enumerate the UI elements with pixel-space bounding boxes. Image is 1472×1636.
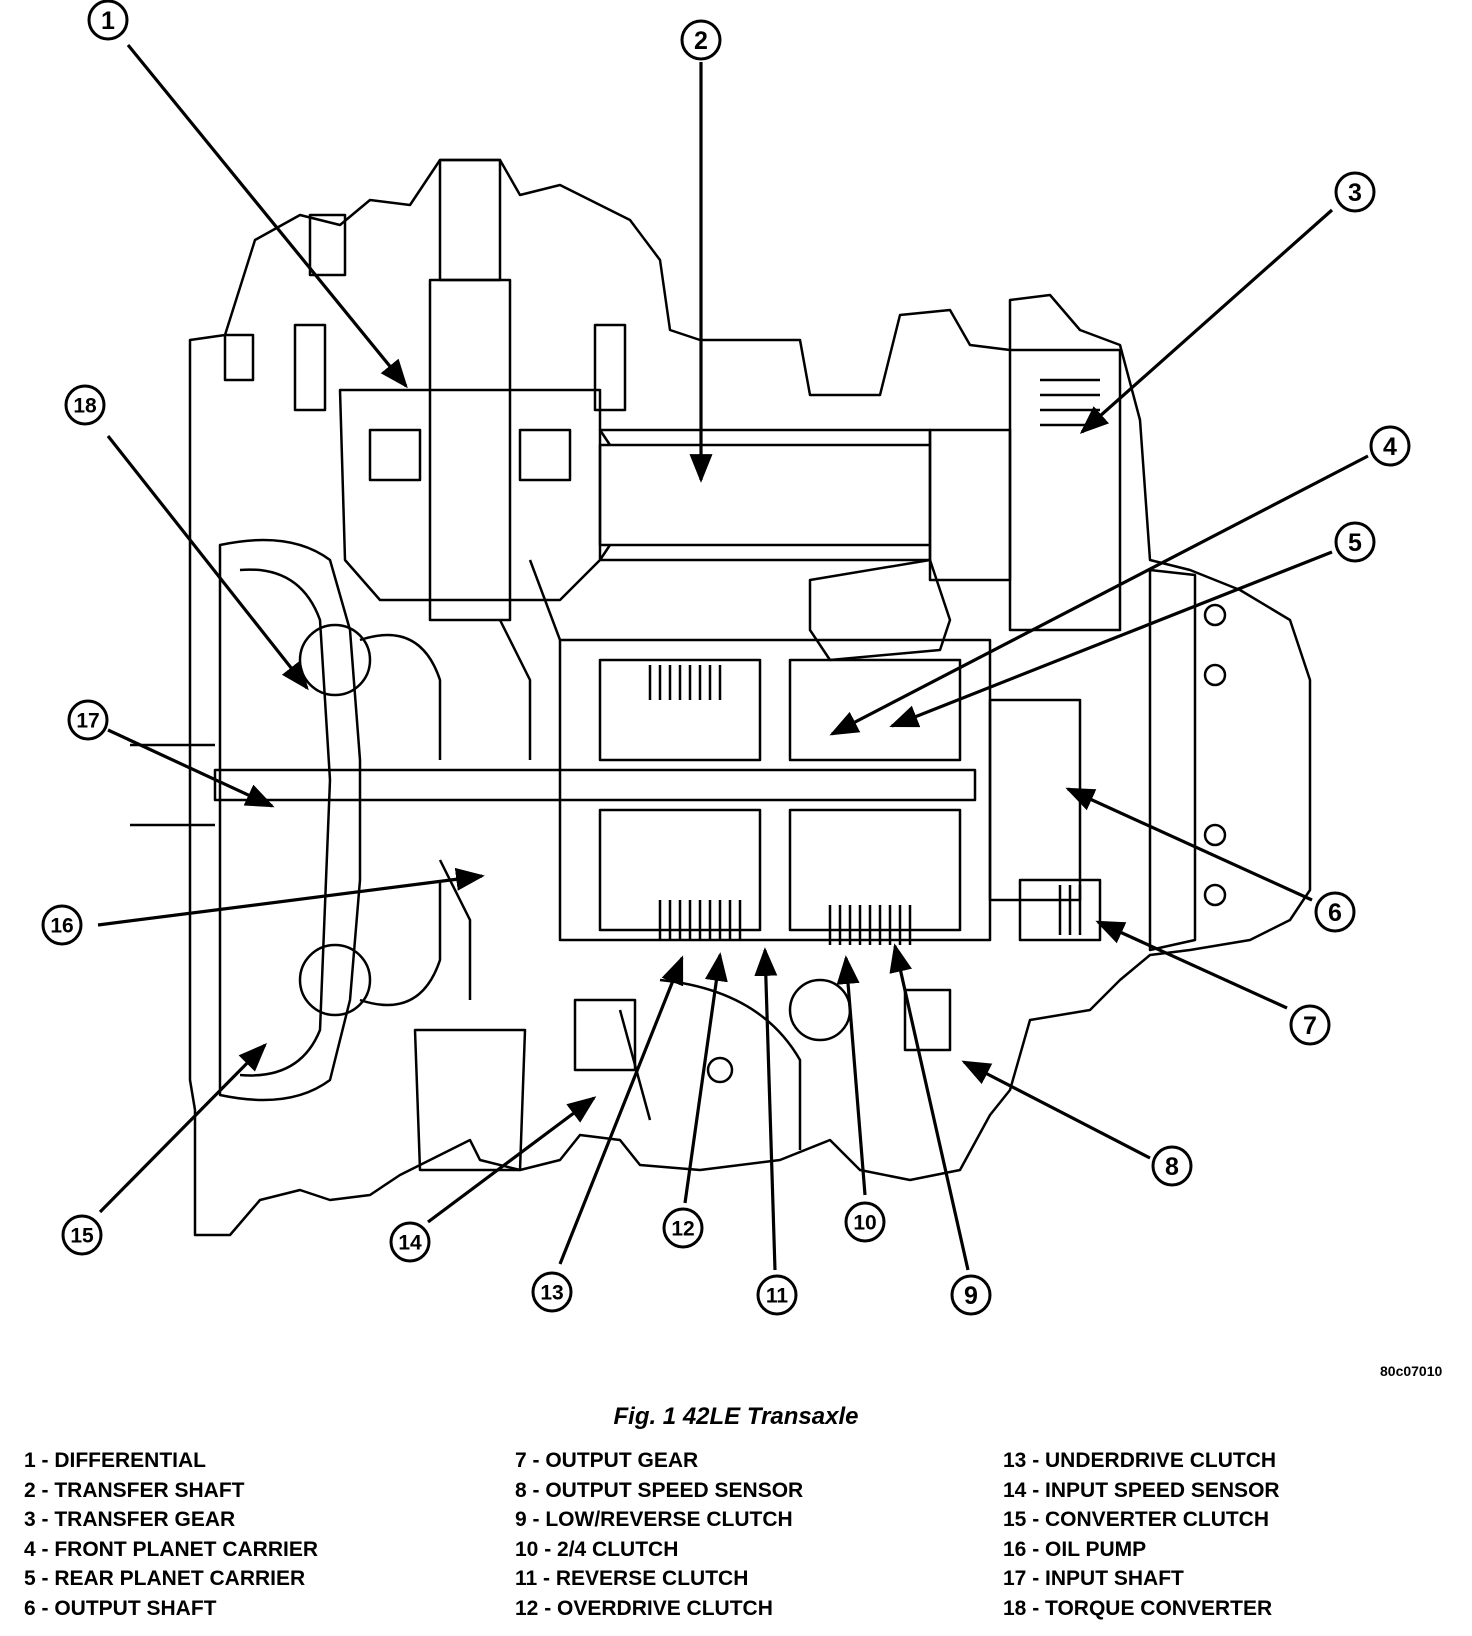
callout-number-4: 4 (1383, 433, 1397, 461)
callout-circle-12 (662, 1207, 704, 1249)
callout-circle-1 (87, 0, 129, 41)
legend-column-2: 7 - OUTPUT GEAR 8 - OUTPUT SPEED SENSOR … (515, 1446, 803, 1624)
leader-11 (754, 947, 778, 1271)
leader-8 (961, 1060, 1151, 1160)
leader-1 (126, 43, 408, 389)
leader-10 (836, 955, 867, 1196)
legend-item-14: 14 - INPUT SPEED SENSOR (1003, 1478, 1280, 1502)
leader-16 (97, 867, 485, 927)
callout-number-14: 14 (398, 1232, 422, 1255)
callout-circle-6 (1314, 891, 1356, 933)
transfer-gear (1008, 348, 1122, 632)
input-shaft (213, 768, 977, 802)
leader-14 (427, 1096, 597, 1224)
callout-circle-2 (680, 19, 722, 61)
leader-3 (1079, 208, 1334, 434)
bolt (308, 213, 347, 277)
leader-13 (558, 955, 684, 1265)
output-shaft-housing (988, 698, 1082, 902)
callout-numbers: 1 2 3 4 5 6 7 8 9 10 11 12 13 14 15 16 1… (50, 7, 1397, 1310)
legend-item-18: 18 - TORQUE CONVERTER (1003, 1596, 1273, 1620)
callout-number-10: 10 (853, 1212, 876, 1235)
leader-5 (889, 550, 1333, 728)
callout-circle-3 (1334, 171, 1376, 213)
electrical-connector (808, 558, 952, 662)
transaxle-drawing (130, 158, 1312, 1237)
callout-number-6: 6 (1328, 899, 1342, 927)
callout-number-11: 11 (766, 1285, 789, 1308)
callout-circle-11 (756, 1274, 798, 1316)
bolt (223, 333, 255, 382)
callout-circle-17 (67, 699, 109, 741)
callout-circle-15 (61, 1214, 103, 1256)
callout-number-5: 5 (1348, 529, 1362, 557)
output-gear (1018, 878, 1102, 942)
legend-item-15: 15 - CONVERTER CLUTCH (1003, 1508, 1270, 1532)
legend-item-12: 12 - OVERDRIVE CLUTCH (515, 1596, 773, 1620)
callout-number-7: 7 (1303, 1012, 1317, 1040)
case-outline (188, 158, 1312, 1237)
legend-column-3: 13 - UNDERDRIVE CLUTCH 14 - INPUT SPEED … (1003, 1446, 1280, 1624)
legend-item-3: 3 - TRANSFER GEAR (24, 1508, 236, 1532)
transaxle-diagram: 1 2 3 4 5 6 7 8 9 10 11 12 13 14 15 16 1… (41, 0, 1411, 1316)
legend-column-1: 1 - DIFFERENTIAL 2 - TRANSFER SHAFT 3 - … (24, 1446, 318, 1624)
callout-circle-5 (1334, 521, 1376, 563)
callout-number-8: 8 (1165, 1153, 1179, 1181)
leader-15 (98, 1042, 268, 1214)
callout-number-13: 13 (540, 1282, 563, 1305)
legend-item-17: 17 - INPUT SHAFT (1003, 1567, 1184, 1591)
output-speed-sensor-body (903, 988, 952, 1052)
leader-7 (1095, 920, 1288, 1010)
leader-18 (106, 435, 309, 691)
legend-item-2: 2 - TRANSFER SHAFT (24, 1478, 245, 1502)
top-boss (438, 158, 502, 282)
callout-circle-8 (1151, 1145, 1193, 1187)
legend-item-9: 9 - LOW/REVERSE CLUTCH (515, 1508, 793, 1532)
leader-6 (1065, 787, 1313, 902)
callout-circle-14 (389, 1221, 431, 1263)
mount-flange (1148, 568, 1197, 952)
legend-item-16: 16 - OIL PUMP (1003, 1537, 1147, 1561)
leader-9 (889, 943, 970, 1271)
callout-circle-10 (844, 1201, 886, 1243)
callout-number-9: 9 (964, 1282, 978, 1310)
callout-number-1: 1 (101, 7, 115, 35)
figure-caption: Fig. 1 42LE Transaxle (613, 1403, 859, 1430)
legend-item-6: 6 - OUTPUT SHAFT (24, 1596, 217, 1620)
callout-circle-16 (41, 904, 83, 946)
clutch-housing (558, 638, 992, 942)
callout-number-3: 3 (1348, 179, 1362, 207)
leader-12 (683, 952, 728, 1204)
callout-circle-18 (64, 384, 106, 426)
transfer-shaft (598, 443, 932, 547)
legend-item-4: 4 - FRONT PLANET CARRIER (24, 1537, 318, 1561)
callout-circle-4 (1369, 425, 1411, 467)
legend-item-7: 7 - OUTPUT GEAR (515, 1449, 699, 1472)
bolt (593, 323, 627, 412)
callout-number-2: 2 (694, 27, 708, 55)
callout-circle-13 (531, 1271, 573, 1313)
callout-number-12: 12 (671, 1218, 694, 1241)
legend-item-1: 1 - DIFFERENTIAL (24, 1449, 206, 1472)
callout-number-17: 17 (76, 710, 99, 733)
callout-number-15: 15 (70, 1225, 94, 1248)
leader-4 (829, 454, 1369, 736)
callout-number-16: 16 (50, 915, 73, 938)
legend-item-13: 13 - UNDERDRIVE CLUTCH (1003, 1449, 1277, 1472)
leader-17 (107, 728, 275, 808)
legend-item-8: 8 - OUTPUT SPEED SENSOR (515, 1478, 804, 1502)
torque-converter (218, 538, 362, 1102)
callout-circle-9 (950, 1274, 992, 1316)
input-speed-sensor-body (573, 998, 637, 1072)
callout-circle-7 (1289, 1004, 1331, 1046)
legend-item-11: 11 - REVERSE CLUTCH (515, 1567, 749, 1591)
legend-item-5: 5 - REAR PLANET CARRIER (24, 1567, 306, 1591)
figure-code: 80c07010 (1380, 1363, 1443, 1379)
callouts (41, 0, 1411, 1316)
bolt (293, 323, 327, 412)
differential-housing (338, 388, 602, 602)
leader-lines (97, 43, 1369, 1271)
callout-number-18: 18 (73, 395, 97, 418)
legend-item-10: 10 - 2/4 CLUTCH (515, 1537, 679, 1561)
